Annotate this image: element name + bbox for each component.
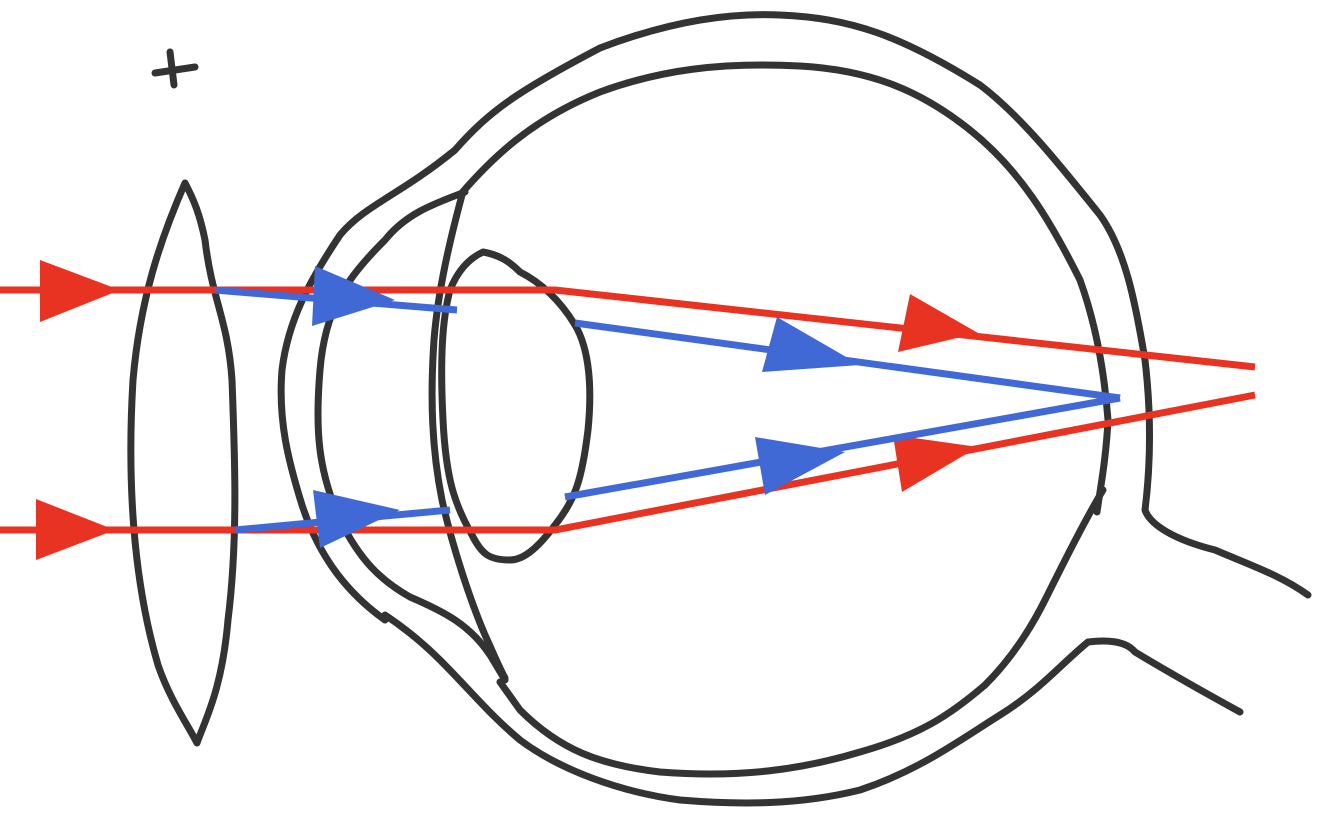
- cornea-inner: [314, 188, 509, 684]
- optic-nerve-lower: [381, 611, 1244, 807]
- arrowhead-blue: [762, 317, 860, 372]
- retina-inner-lower: [496, 486, 1107, 778]
- arrowhead-red: [36, 499, 115, 560]
- arrowhead-red: [893, 435, 978, 492]
- crystalline-lens: [438, 248, 594, 564]
- arrowhead-blue: [313, 490, 400, 548]
- arrowhead-blue: [755, 437, 845, 495]
- red-ray-bottom: [0, 391, 1256, 560]
- arrowhead-blue: [312, 266, 395, 326]
- convex-lens: [127, 179, 239, 747]
- blue-ray-bottom: [234, 394, 1121, 548]
- sclera-outer: [277, 11, 1312, 624]
- red-ray-top: [0, 260, 1256, 371]
- plus-sign: [151, 48, 199, 89]
- arrowhead-red: [40, 260, 120, 322]
- blue-ray-top: [214, 266, 1121, 402]
- arrowhead-red: [898, 294, 978, 352]
- iris: [428, 191, 509, 682]
